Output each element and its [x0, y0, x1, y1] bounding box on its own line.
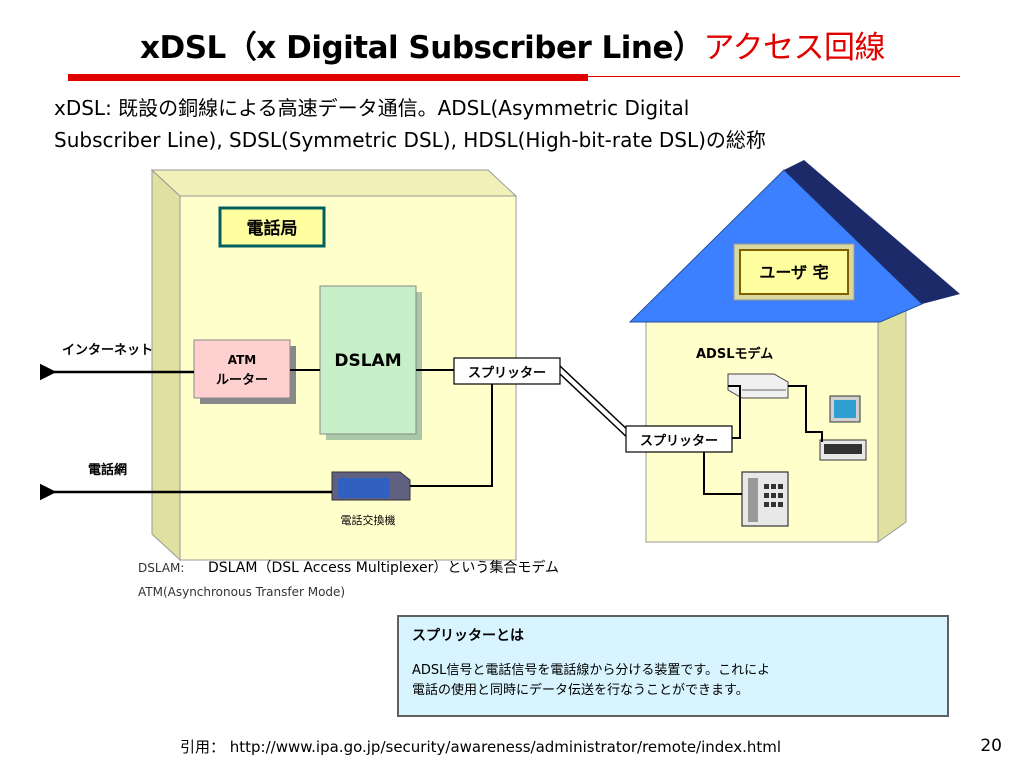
splitter-info-box: スプリッターとは ADSL信号と電話信号を電話線から分ける装置です。これによ 電… — [397, 615, 949, 717]
telephone-exchange: 電話交換機 — [331, 471, 411, 527]
splitter-box-title: スプリッターとは — [412, 628, 524, 644]
internet-line: インターネット — [40, 343, 194, 385]
title-main: xDSL（x Digital Subscriber Line） — [140, 30, 704, 66]
phone-network-line: 電話網 — [40, 462, 332, 505]
dslam-unit: DSLAM — [319, 285, 422, 440]
atm-note: ATM(Asynchronous Transfer Mode) — [138, 585, 345, 599]
citation-footer: 引用： http://www.ipa.go.jp/security/awaren… — [180, 738, 782, 756]
slide-subtitle: xDSL: 既設の銅線による高速データ通信。ADSL(Asymmetric Di… — [54, 92, 954, 156]
dslam-note-prefix: DSLAM: — [138, 561, 184, 575]
splitter-box-line-1: ADSL信号と電話信号を電話線から分ける装置です。これによ — [412, 662, 770, 678]
atm-router: ATM ルーター — [193, 339, 296, 404]
telephone-icon — [741, 471, 789, 527]
internet-label: インターネット — [62, 343, 153, 358]
user-house: ユーザ 宅 — [628, 160, 960, 543]
splitter-home: スプリッター — [625, 425, 733, 453]
xdsl-diagram: 電話局 DSLAM ATM ルーター インターネット スプリッター — [40, 160, 960, 720]
home-label: ユーザ 宅 — [759, 263, 828, 282]
splitter-home-label: スプリッター — [640, 434, 718, 449]
house-wiring — [703, 385, 823, 495]
title-underline-thin — [588, 76, 960, 77]
splitter-box-line-2: 電話の使用と同時にデータ伝送を行なうことができます。 — [412, 682, 749, 698]
dslam-note: DSLAM（DSL Access Multiplexer）という集合モデム — [208, 559, 559, 576]
page-number: 20 — [980, 736, 1002, 756]
splitter-office: スプリッター — [453, 357, 561, 385]
office-label-box: 電話局 — [218, 206, 326, 248]
office-label: 電話局 — [247, 218, 298, 239]
atm-router-line-1: ATM — [228, 353, 256, 367]
phone-network-label: 電話網 — [88, 462, 127, 478]
copper-line — [559, 365, 633, 443]
abbrev-notes: DSLAM: DSLAM（DSL Access Multiplexer）という集… — [138, 559, 559, 599]
computer-icon — [819, 395, 867, 461]
slide-title: xDSL（x Digital Subscriber Line）アクセス回線 — [140, 22, 885, 67]
exchange-label: 電話交換機 — [341, 513, 396, 527]
title-underline-thick — [68, 74, 588, 81]
dslam-label: DSLAM — [334, 351, 401, 371]
subtitle-line-2: Subscriber Line), SDSL(Symmetric DSL), H… — [54, 128, 766, 152]
adsl-modem: ADSLモデム — [696, 346, 789, 399]
atm-router-line-2: ルーター — [216, 373, 268, 388]
splitter-office-label: スプリッター — [468, 366, 546, 381]
diagram-svg: 電話局 DSLAM ATM ルーター インターネット スプリッター — [40, 160, 960, 717]
exchange-splitter-link — [410, 384, 493, 487]
title-accent: アクセス回線 — [703, 30, 886, 66]
adsl-modem-label: ADSLモデム — [696, 346, 773, 362]
subtitle-line-1: xDSL: 既設の銅線による高速データ通信。ADSL(Asymmetric Di… — [54, 96, 690, 120]
